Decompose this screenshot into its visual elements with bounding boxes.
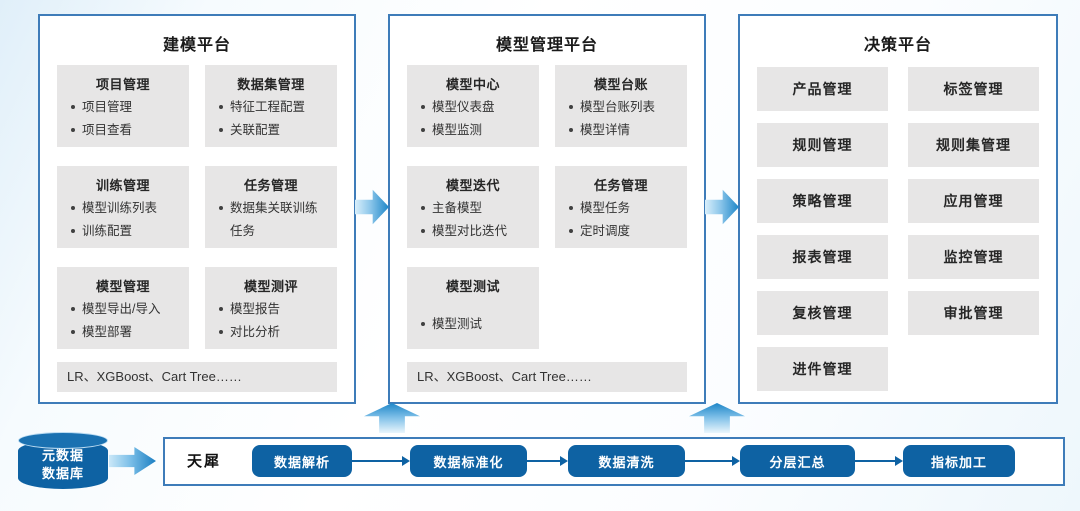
group-task-mgmt: 任务管理 数据集关联训练任务 [205,166,337,248]
group-model-ledger: 模型台账 模型台账列表 模型详情 [555,65,687,147]
group-item: 对比分析 [213,321,329,344]
label-app-mgmt: 应用管理 [908,179,1039,223]
group-model-eval: 模型测评 模型报告 对比分析 [205,267,337,349]
group-item: 项目查看 [65,119,181,142]
group-title: 项目管理 [95,77,150,92]
flow-arrow-icon [685,455,740,467]
group-title: 模型测试 [445,279,500,294]
up-arrow-icon [364,403,420,433]
group-items: 模型导出/导入 模型部署 [65,298,181,343]
database-label: 元数据 数据库 [18,447,108,483]
algorithms-bar: LR、XGBoost、Cart Tree…… [57,362,337,392]
group-items: 模型任务 定时调度 [563,197,679,242]
group-item: 定时调度 [563,220,679,243]
group-item: 模型监测 [415,119,531,142]
data-pipeline-container: 天犀 数据解析 数据标准化 数据清洗 分层汇总 指标加工 [163,437,1065,486]
up-arrow-icon [689,403,745,433]
group-item: 模型仪表盘 [415,96,531,119]
group-title: 模型迭代 [445,178,500,193]
group-title: 模型中心 [445,77,500,92]
panel-model-management-platform: 模型管理平台 模型中心 模型仪表盘 模型监测 模型台账 模型台账列表 模型详情 … [388,14,706,404]
right-arrow-icon [355,189,389,225]
group-items: 主备模型 模型对比迭代 [415,197,531,242]
group-items: 特征工程配置 关联配置 [213,96,329,141]
panel-modeling-platform: 建模平台 项目管理 项目管理 项目查看 数据集管理 特征工程配置 关联配置 训练… [38,14,356,404]
group-item: 模型导出/导入 [65,298,181,321]
label-rule-mgmt: 规则管理 [757,123,888,167]
database-label-line2: 数据库 [41,466,84,482]
group-item: 模型测试 [415,313,531,336]
group-grid: 模型中心 模型仪表盘 模型监测 模型台账 模型台账列表 模型详情 模型迭代 主备… [407,65,687,349]
group-model-iteration: 模型迭代 主备模型 模型对比迭代 [407,166,539,248]
group-items: 项目管理 项目查看 [65,96,181,141]
panel-title: 建模平台 [162,37,231,54]
group-item: 项目管理 [65,96,181,119]
group-items: 模型报告 对比分析 [213,298,329,343]
label-placeholder [908,347,1039,391]
group-title: 训练管理 [95,178,150,193]
group-item: 模型任务 [563,197,679,220]
label-product-mgmt: 产品管理 [757,67,888,111]
right-arrow-icon [705,189,739,225]
group-item: 关联配置 [213,119,329,142]
label-intake-mgmt: 进件管理 [757,347,888,391]
stage-data-parsing: 数据解析 [252,445,352,477]
label-strategy-mgmt: 策略管理 [757,179,888,223]
flow-arrow-icon [527,455,568,467]
algorithms-bar: LR、XGBoost、Cart Tree…… [407,362,687,392]
label-ruleset-mgmt: 规则集管理 [908,123,1039,167]
stage-metric-processing: 指标加工 [903,445,1015,477]
label-approval-mgmt: 审批管理 [908,291,1039,335]
group-item: 模型对比迭代 [415,220,531,243]
group-item: 模型报告 [213,298,329,321]
group-grid: 项目管理 项目管理 项目查看 数据集管理 特征工程配置 关联配置 训练管理 模型… [57,65,337,349]
group-title: 模型台账 [593,77,648,92]
group-item: 模型训练列表 [65,197,181,220]
stage-data-standardization: 数据标准化 [410,445,527,477]
group-items: 模型训练列表 训练配置 [65,197,181,242]
group-items: 模型仪表盘 模型监测 [415,96,531,141]
feed-arrow-icon [109,447,156,475]
group-items: 数据集关联训练任务 [213,197,329,242]
group-title: 任务管理 [593,178,648,193]
metadata-database-icon: 元数据 数据库 [18,432,108,489]
engine-name: 天犀 [187,453,222,470]
group-model-mgmt: 模型管理 模型导出/导入 模型部署 [57,267,189,349]
group-model-center: 模型中心 模型仪表盘 模型监测 [407,65,539,147]
group-project-mgmt: 项目管理 项目管理 项目查看 [57,65,189,147]
group-task-mgmt: 任务管理 模型任务 定时调度 [555,166,687,248]
panel-title: 决策平台 [863,37,932,54]
group-items: 模型测试 [415,313,531,336]
group-item: 特征工程配置 [213,96,329,119]
group-title: 任务管理 [243,178,298,193]
stage-layered-aggregation: 分层汇总 [740,445,855,477]
group-title: 模型管理 [95,279,150,294]
group-item: 模型部署 [65,321,181,344]
label-report-mgmt: 报表管理 [757,235,888,279]
group-model-testing: 模型测试 模型测试 [407,267,539,349]
panel-decision-platform: 决策平台 产品管理 标签管理 规则管理 规则集管理 策略管理 应用管理 报表管理… [738,14,1058,404]
group-dataset-mgmt: 数据集管理 特征工程配置 关联配置 [205,65,337,147]
group-item: 训练配置 [65,220,181,243]
database-label-line1: 元数据 [41,448,84,463]
label-monitor-mgmt: 监控管理 [908,235,1039,279]
group-title: 模型测评 [243,279,298,294]
stage-data-cleaning: 数据清洗 [568,445,685,477]
group-title: 数据集管理 [237,77,305,92]
group-training-mgmt: 训练管理 模型训练列表 训练配置 [57,166,189,248]
group-item: 主备模型 [415,197,531,220]
cylinder-top [18,432,108,449]
group-item: 数据集关联训练任务 [213,197,329,242]
panel-title: 模型管理平台 [495,37,598,54]
group-items: 模型台账列表 模型详情 [563,96,679,141]
label-tag-mgmt: 标签管理 [908,67,1039,111]
flow-arrow-icon [855,455,903,467]
group-item: 模型详情 [563,119,679,142]
group-item: 模型台账列表 [563,96,679,119]
label-grid: 产品管理 标签管理 规则管理 规则集管理 策略管理 应用管理 报表管理 监控管理… [757,67,1039,391]
flow-arrow-icon [352,455,410,467]
label-review-mgmt: 复核管理 [757,291,888,335]
